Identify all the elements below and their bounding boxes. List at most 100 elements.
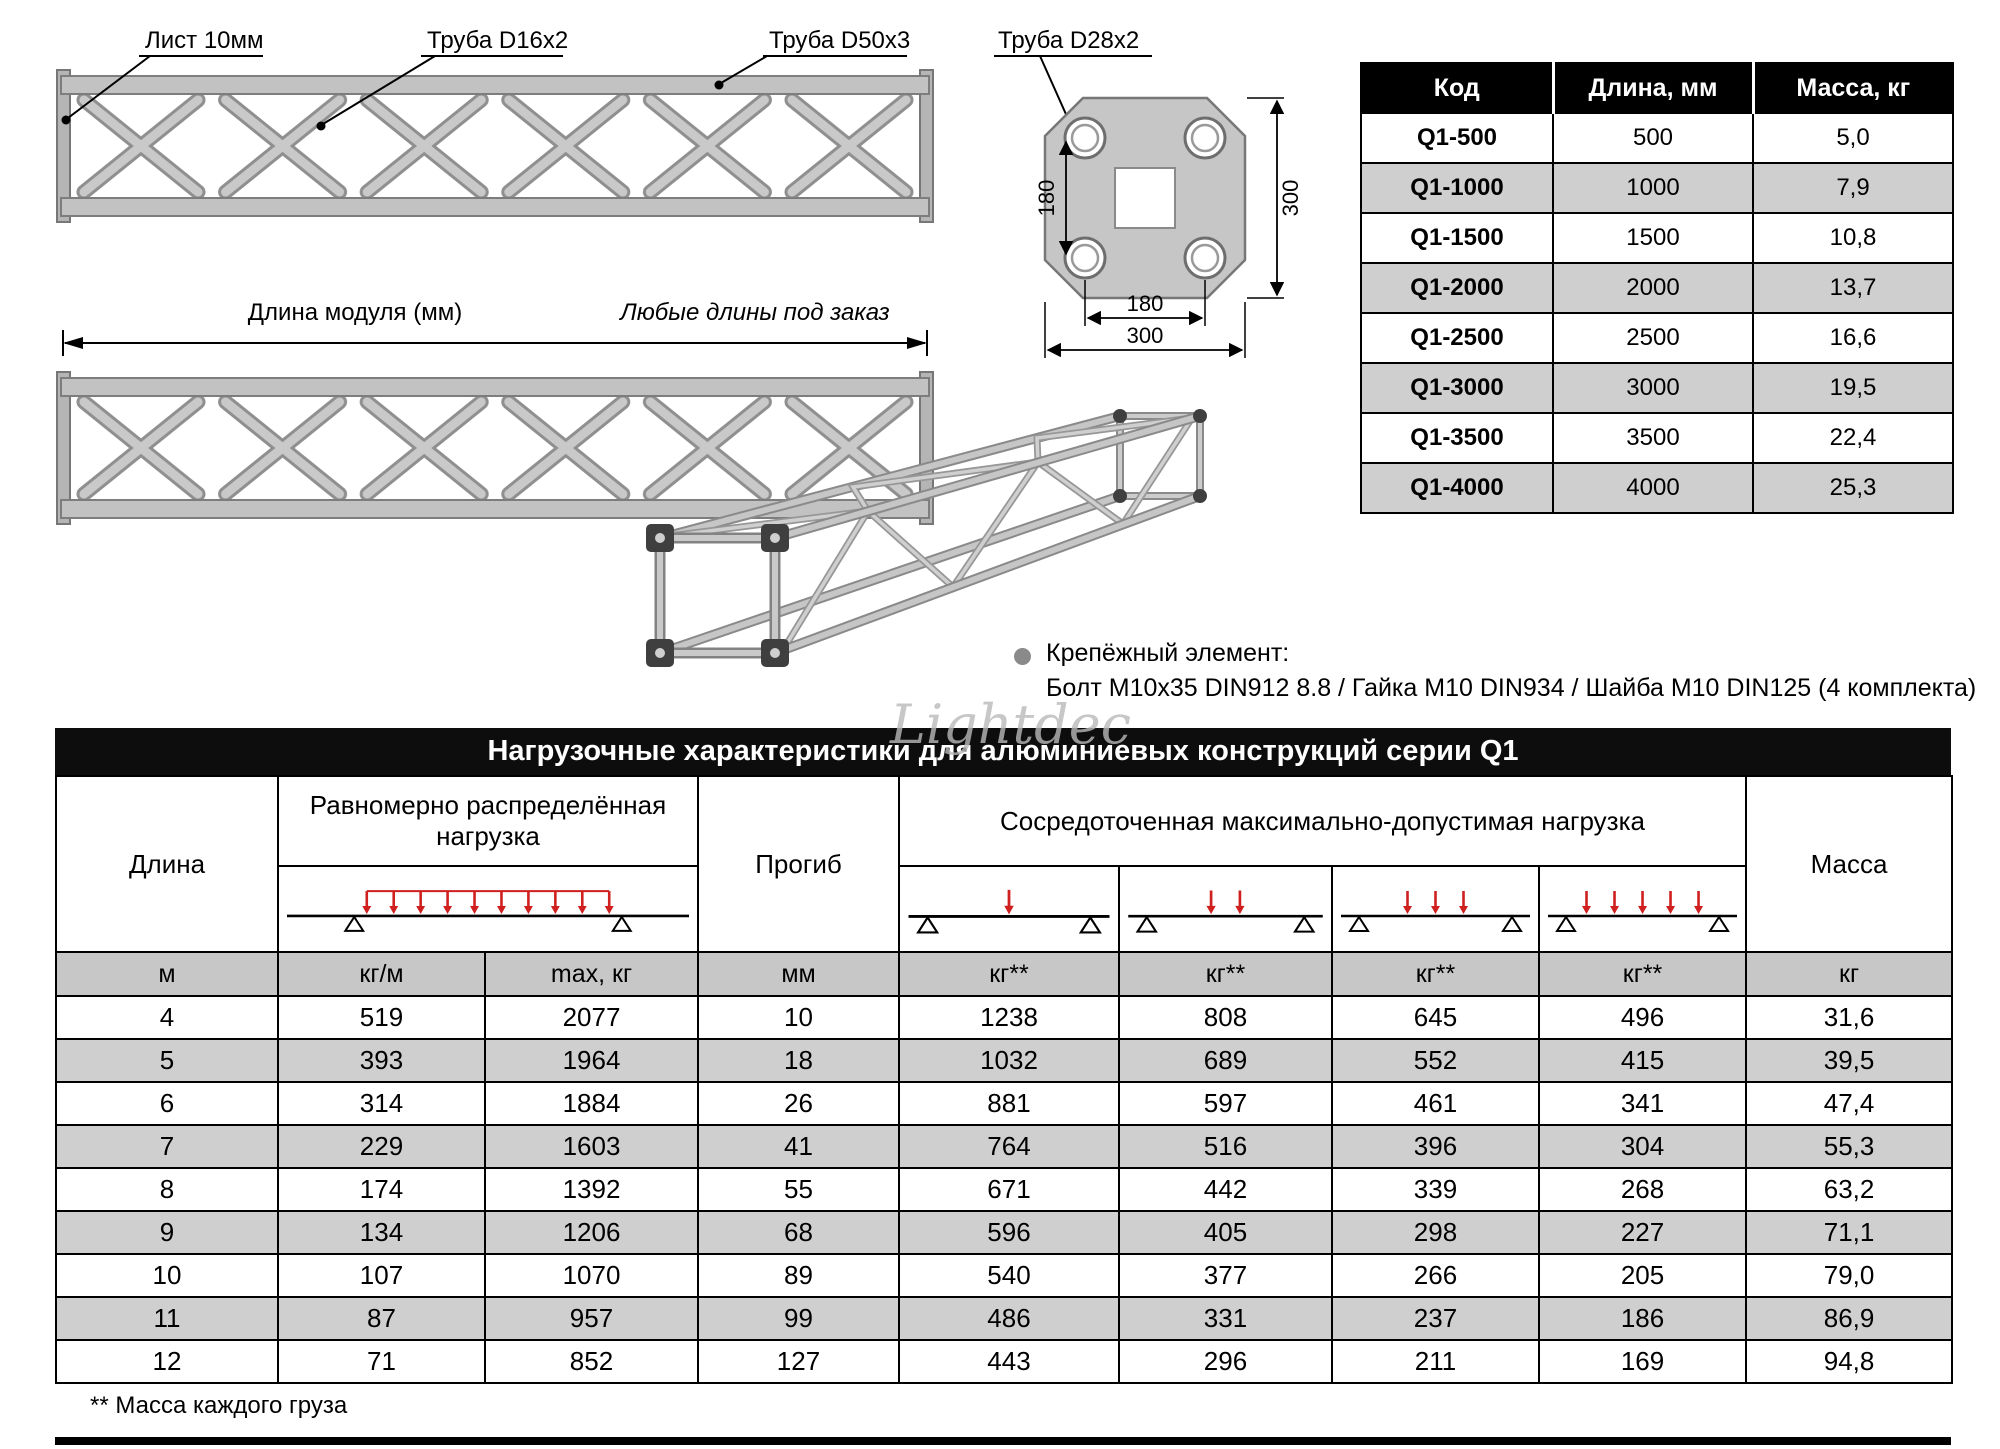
load-table-title: Нагрузочные характеристики для алюминиев… <box>55 728 1951 775</box>
table-cell: 1500 <box>1552 212 1754 264</box>
table-cell: Q1-4000 <box>1360 462 1554 514</box>
col-header-uniform: Равномерно распределённая нагрузка <box>277 775 699 867</box>
table-cell: 496 <box>1537 995 1748 1040</box>
table-cell: 645 <box>1331 995 1540 1040</box>
label-sheet-10mm: Лист 10мм <box>145 28 264 54</box>
label-tube-d16: Труба D16x2 <box>427 28 568 54</box>
table-cell: 7,9 <box>1752 162 1954 214</box>
table-cell: 443 <box>898 1339 1120 1384</box>
table-cell: 5,0 <box>1752 112 1954 164</box>
load-table-units-row: м кг/м max, кг мм кг** кг** кг** кг** кг <box>55 951 1954 997</box>
table-cell: 2000 <box>1552 262 1754 314</box>
table-cell: 331 <box>1118 1296 1333 1341</box>
table-cell: 134 <box>277 1210 486 1255</box>
table-cell: 671 <box>898 1167 1120 1212</box>
truss-3d-view <box>646 409 1207 667</box>
col-header-mass: Масса <box>1745 775 1954 953</box>
table-cell: Q1-3500 <box>1360 412 1554 464</box>
load-diagram-uniform <box>279 869 697 949</box>
label-module-length: Длина модуля (мм) <box>248 299 462 326</box>
table-cell: 957 <box>484 1296 699 1341</box>
label-custom-lengths: Любые длины под заказ <box>618 299 889 326</box>
corner-plates <box>646 409 1207 667</box>
table-cell: 68 <box>697 1210 900 1255</box>
dim-300-vertical: 300 <box>1278 180 1303 217</box>
table-cell: 881 <box>898 1081 1120 1126</box>
table-cell: 540 <box>898 1253 1120 1298</box>
unit-cell: м <box>55 951 279 997</box>
leader-dot <box>61 115 71 125</box>
table-cell: 31,6 <box>1745 995 1954 1040</box>
load-characteristics-section: Нагрузочные характеристики для алюминиев… <box>55 728 1954 1384</box>
table-cell: 689 <box>1118 1038 1333 1083</box>
table-cell: 486 <box>898 1296 1120 1341</box>
table-cell: 11 <box>55 1296 279 1341</box>
table-cell: 2077 <box>484 995 699 1040</box>
table-cell: 87 <box>277 1296 486 1341</box>
table-cell: 107 <box>277 1253 486 1298</box>
unit-cell: кг** <box>1331 951 1540 997</box>
table-cell: 3500 <box>1552 412 1754 464</box>
leader-dot <box>714 80 724 90</box>
table-cell: 7 <box>55 1124 279 1169</box>
table-cell: 314 <box>277 1081 486 1126</box>
load-diagram-one-point <box>900 869 1118 949</box>
truss-bottom-chord <box>60 499 930 519</box>
table-cell: 89 <box>697 1253 900 1298</box>
table-cell: 461 <box>1331 1081 1540 1126</box>
table-cell: 1206 <box>484 1210 699 1255</box>
table-cell: 18 <box>697 1038 900 1083</box>
unit-cell: кг** <box>1537 951 1748 997</box>
table-cell: 268 <box>1537 1167 1748 1212</box>
label-tube-d28: Труба D28x2 <box>998 28 1139 54</box>
table-cell: 169 <box>1537 1339 1748 1384</box>
fastener-note: Крепёжный элемент: Болт М10х35 DIN912 8.… <box>1046 636 1996 706</box>
table-cell: 10,8 <box>1752 212 1954 264</box>
table-cell: 99 <box>697 1296 900 1341</box>
table-cell: 1392 <box>484 1167 699 1212</box>
unit-cell: кг** <box>1118 951 1333 997</box>
table-cell: 5 <box>55 1038 279 1083</box>
unit-cell: кг/м <box>277 951 486 997</box>
table-cell: 63,2 <box>1745 1167 1954 1212</box>
dim-180-horizontal: 180 <box>1127 291 1164 316</box>
table-cell: 41 <box>697 1124 900 1169</box>
table-cell: 79,0 <box>1745 1253 1954 1298</box>
table-cell: 237 <box>1331 1296 1540 1341</box>
table-cell: 500 <box>1552 112 1754 164</box>
table-cell: Q1-1000 <box>1360 162 1554 214</box>
table-cell: 6 <box>55 1081 279 1126</box>
table-cell: 298 <box>1331 1210 1540 1255</box>
table-cell: 852 <box>484 1339 699 1384</box>
table-cell: 552 <box>1331 1038 1540 1083</box>
bullet-icon <box>1014 648 1031 665</box>
table-cell: 1238 <box>898 995 1120 1040</box>
truss-lattice <box>70 94 920 198</box>
cross-section-diagram: Труба D28x2 180 300 180 300 <box>994 28 1303 358</box>
table-cell: 764 <box>898 1124 1120 1169</box>
table-cell: 1964 <box>484 1038 699 1083</box>
load-diagram-two-point <box>1120 869 1331 949</box>
table-cell: 393 <box>277 1038 486 1083</box>
table-cell: 341 <box>1537 1081 1748 1126</box>
footnote: ** Масса каждого груза <box>90 1392 348 1419</box>
table-cell: 304 <box>1537 1124 1748 1169</box>
table-cell: 266 <box>1331 1253 1540 1298</box>
table-cell: 415 <box>1537 1038 1748 1083</box>
table-cell: 211 <box>1331 1339 1540 1384</box>
table-cell: 8 <box>55 1167 279 1212</box>
table-cell: 339 <box>1331 1167 1540 1212</box>
table-cell: 94,8 <box>1745 1339 1954 1384</box>
truss-top-chord <box>60 377 930 397</box>
corner-tube <box>1063 116 1227 280</box>
